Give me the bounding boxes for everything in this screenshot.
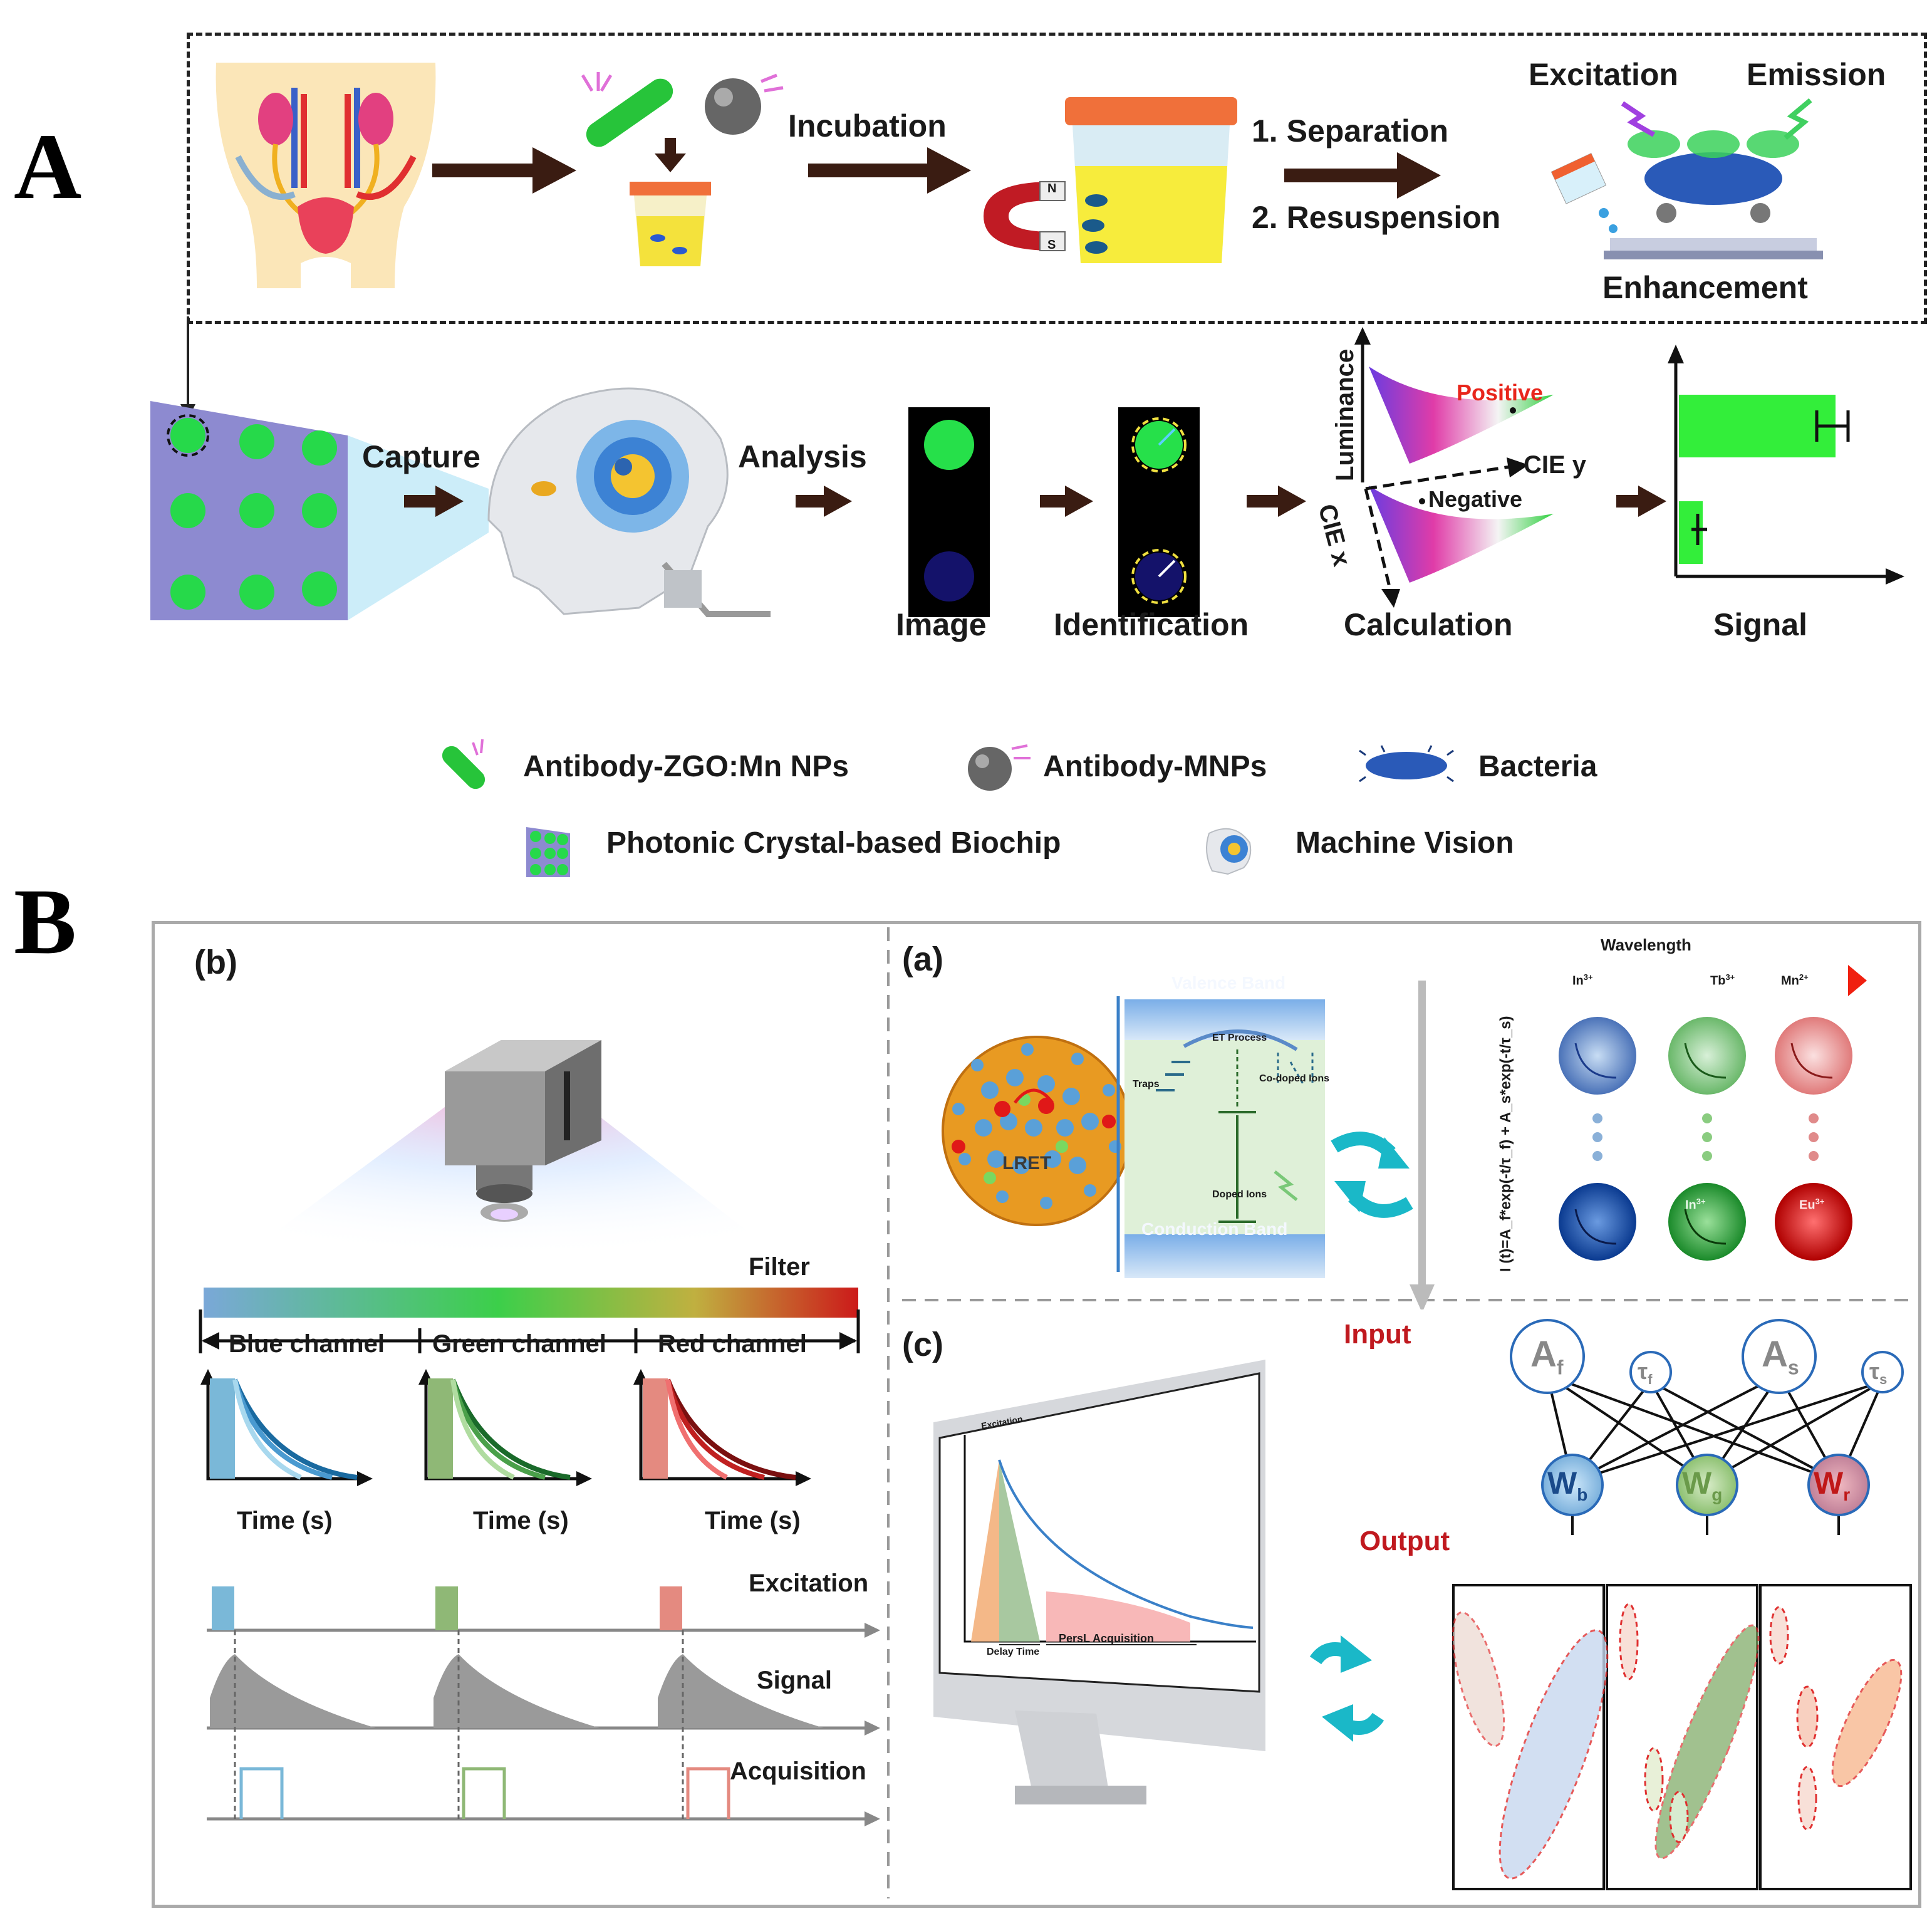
ion-in-bottom: In3+ — [1685, 1197, 1706, 1212]
et-process-label: ET Process — [1212, 1033, 1267, 1043]
magnet-n-label: N — [1047, 182, 1057, 195]
luminance-label: Luminance — [1331, 348, 1359, 481]
node-af: Af — [1530, 1334, 1564, 1379]
node-wb-sub: b — [1577, 1485, 1588, 1504]
legend-biochip: Photonic Crystal-based Biochip — [606, 826, 1061, 860]
calculation-label: Calculation — [1344, 607, 1513, 642]
decay-plot-green — [418, 1369, 592, 1486]
node-taus: τs — [1869, 1358, 1888, 1388]
ion-eu-bottom-charge: 3+ — [1815, 1197, 1825, 1206]
output-label: Output — [1359, 1526, 1450, 1556]
ion-in-bottom-charge: 3+ — [1696, 1197, 1706, 1206]
lret-label: LRET — [1002, 1153, 1052, 1174]
decay-plot-blue — [200, 1369, 373, 1486]
sub-c-label: (c) — [902, 1326, 943, 1363]
panel-b-letter: B — [14, 870, 77, 974]
ion-in-top: In3+ — [1572, 972, 1593, 988]
analysis-label: Analysis — [738, 439, 867, 474]
ion-in-top-charge: 3+ — [1583, 972, 1593, 982]
input-label: Input — [1344, 1319, 1411, 1350]
sub-c-graphics — [933, 1319, 1912, 1890]
node-wr: Wr — [1814, 1465, 1851, 1504]
sub-b-label: (b) — [194, 944, 237, 981]
magnet-s-label: S — [1047, 238, 1056, 252]
body-icon — [216, 63, 436, 288]
legend-zgo: Antibody-ZGO:Mn NPs — [523, 750, 849, 783]
workflow-box — [187, 33, 1927, 324]
conduction-band-label: Conduction Band — [1141, 1219, 1288, 1239]
workflow-graphics — [216, 63, 1823, 288]
machine-vision-head — [487, 387, 771, 617]
filter-label: Filter — [749, 1253, 810, 1281]
time-label-blue: Time (s) — [237, 1507, 333, 1534]
node-wb: Wb — [1547, 1465, 1588, 1504]
decay-formula: I (t)=A_f*exp(-t/τ_f) + A_s*exp(-t/τ_s) — [1497, 1016, 1514, 1272]
identification-label: Identification — [1054, 607, 1249, 642]
resuspension-label: 2. Resuspension — [1252, 200, 1501, 235]
ion-tb-top: Tb3+ — [1710, 972, 1735, 988]
node-tauf: τf — [1638, 1358, 1653, 1388]
ion-mn-top: Mn2+ — [1781, 972, 1809, 988]
doped-ions-label: Doped Ions — [1212, 1189, 1267, 1200]
image-label: Image — [896, 607, 987, 642]
node-as-sub: s — [1787, 1356, 1799, 1379]
excitation-label: Excitation — [1529, 57, 1678, 92]
panel-a-letter: A — [14, 115, 82, 219]
node-wr-sub: r — [1843, 1485, 1851, 1504]
timing-diagram — [207, 1586, 880, 1826]
pipeline-graphics — [150, 316, 1904, 620]
ion-eu-bottom: Eu3+ — [1799, 1197, 1825, 1212]
wavelength-label: Wavelength — [1601, 935, 1691, 954]
row-signal-label: Signal — [757, 1667, 833, 1694]
legend-machine-vision: Machine Vision — [1296, 826, 1514, 860]
channel-green-label: Green channel — [432, 1330, 606, 1358]
incubation-label: Incubation — [788, 108, 947, 143]
node-wg: Wg — [1682, 1465, 1723, 1504]
negative-label: Negative — [1428, 486, 1523, 512]
emission-label: Emission — [1747, 57, 1886, 92]
legend-mnps: Antibody-MNPs — [1043, 750, 1267, 783]
legend-bacteria: Bacteria — [1478, 750, 1597, 783]
ion-mn-top-charge: 2+ — [1799, 972, 1809, 982]
delay-time-label: Delay Time — [987, 1647, 1040, 1657]
ion-tb-top-charge: 3+ — [1725, 972, 1735, 982]
enhancement-label: Enhancement — [1602, 270, 1808, 305]
traps-label: Traps — [1133, 1079, 1160, 1090]
capture-label: Capture — [362, 439, 480, 474]
co-doped-label: Co-doped Ions — [1259, 1073, 1329, 1084]
node-taus-sub: s — [1879, 1372, 1888, 1388]
node-wg-sub: g — [1711, 1485, 1723, 1504]
row-acquisition-label: Acquisition — [730, 1757, 866, 1785]
row-excitation-label: Excitation — [749, 1570, 869, 1597]
signal-label: Signal — [1713, 607, 1808, 642]
valence-band-label: Valence Band — [1171, 973, 1286, 992]
time-label-red: Time (s) — [705, 1507, 801, 1534]
positive-label: Positive — [1457, 380, 1544, 405]
node-af-sub: f — [1556, 1356, 1564, 1379]
sub-a-graphics — [942, 965, 1867, 1309]
channel-blue-label: Blue channel — [229, 1330, 385, 1358]
channel-red-label: Red channel — [658, 1330, 807, 1358]
decay-plot-red — [633, 1369, 811, 1486]
sub-a-label: (a) — [902, 940, 943, 978]
persl-acquisition-label: PersL Acquisition — [1059, 1632, 1155, 1645]
panel-b-frame — [152, 921, 1921, 1908]
legend-icons — [442, 739, 1454, 877]
cie-y-label: CIE y — [1524, 451, 1587, 479]
separation-label: 1. Separation — [1252, 113, 1448, 148]
node-tauf-sub: f — [1648, 1372, 1653, 1388]
panel-b-dividers — [887, 927, 1911, 1898]
sub-b-graphics — [199, 1040, 880, 1826]
time-label-green: Time (s) — [473, 1507, 569, 1534]
node-as: As — [1762, 1334, 1799, 1379]
